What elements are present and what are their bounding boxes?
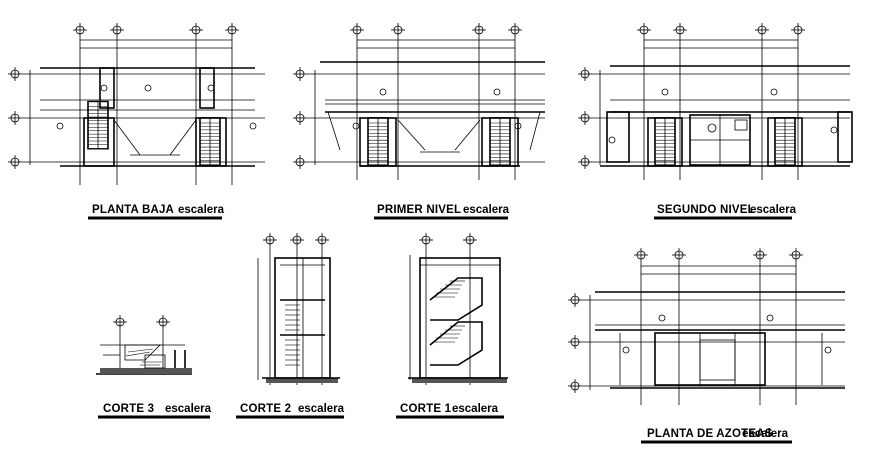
primer-nivel-subtitle: escalera <box>463 204 510 216</box>
corte-2-label: CORTE 2 escalera <box>236 403 345 419</box>
corte-1-drawing <box>408 232 508 385</box>
planta-baja-label: PLANTA BAJA escalera <box>88 204 225 220</box>
corte-3-subtitle: escalera <box>165 403 212 415</box>
planta-baja-title: PLANTA BAJA <box>92 204 174 216</box>
corte-2-drawing <box>257 232 340 385</box>
corte-2-subtitle: escalera <box>298 403 345 415</box>
segundo-nivel-title: SEGUNDO NIVEL <box>657 204 755 216</box>
corte-1-title: CORTE 1 <box>400 403 452 415</box>
planta-baja-subtitle: escalera <box>178 204 225 216</box>
primer-nivel-label: PRIMER NIVEL escalera <box>374 204 510 220</box>
planta-baja-drawing <box>7 22 265 185</box>
segundo-nivel-drawing <box>577 22 853 180</box>
corte-1-subtitle: escalera <box>452 403 499 415</box>
corte-1-label: CORTE 1 escalera <box>396 403 504 419</box>
segundo-nivel-label: SEGUNDO NIVEL escalera <box>654 204 797 220</box>
planta-azoteas-label: PLANTA DE AZOTEAS escalera <box>641 428 792 444</box>
planta-azoteas-subtitle: escalera <box>742 428 789 440</box>
planta-azoteas-title: PLANTA DE AZOTEAS <box>647 428 773 440</box>
primer-nivel-title: PRIMER NIVEL <box>377 204 461 216</box>
corte-3-drawing <box>96 314 192 375</box>
corte-3-title: CORTE 3 <box>103 403 154 415</box>
corte-2-title: CORTE 2 <box>240 403 291 415</box>
planta-azoteas-drawing <box>567 247 845 405</box>
segundo-nivel-subtitle: escalera <box>750 204 797 216</box>
corte-3-label: CORTE 3 escalera <box>98 403 212 419</box>
primer-nivel-drawing <box>292 22 545 180</box>
